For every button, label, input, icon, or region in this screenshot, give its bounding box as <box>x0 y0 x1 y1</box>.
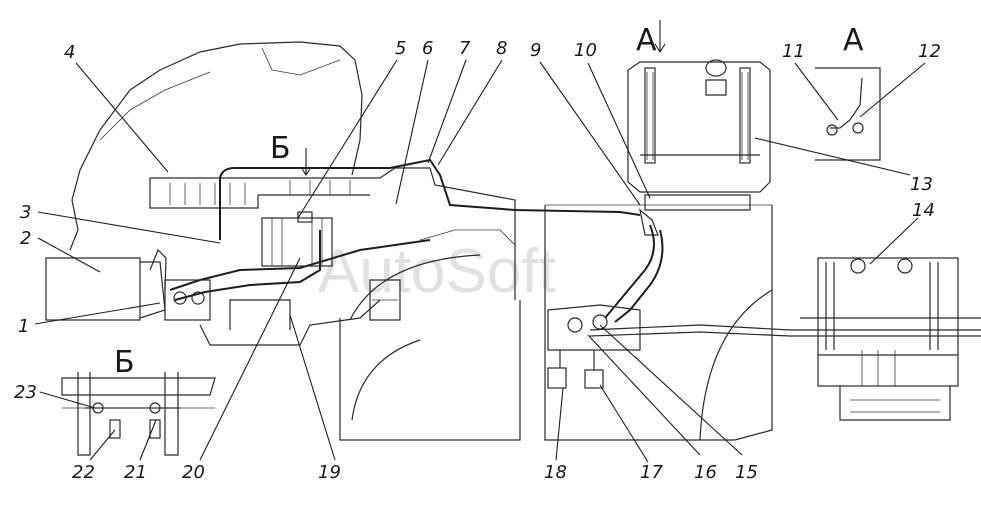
fuel-pump <box>149 248 211 321</box>
frame-rails <box>339 204 773 441</box>
fuel-tank-side-view <box>800 257 981 421</box>
fuel-lines <box>169 158 981 337</box>
callout-7: 7 <box>459 38 471 59</box>
callout-6: 6 <box>422 38 433 59</box>
detail-a-view <box>815 67 881 161</box>
callout-21: 21 <box>124 462 147 483</box>
callout-2: 2 <box>20 228 31 249</box>
callout-1: 1 <box>18 316 29 337</box>
callout-15: 15 <box>735 462 758 483</box>
callout-18: 18 <box>544 462 567 483</box>
callout-22: 22 <box>72 462 95 483</box>
callout-4: 4 <box>64 42 75 63</box>
view-label-b-detail: Б <box>114 345 135 380</box>
cab-outline <box>45 41 363 321</box>
callout-17: 17 <box>640 462 663 483</box>
callout-11: 11 <box>782 41 805 62</box>
callout-14: 14 <box>912 200 935 221</box>
fuel-filter-assembly <box>261 211 333 267</box>
leader-lines <box>34 20 926 463</box>
callout-8: 8 <box>496 38 507 59</box>
callout-12: 12 <box>918 41 941 62</box>
view-label-b-main: Б <box>270 131 291 166</box>
callout-5: 5 <box>395 38 406 59</box>
callout-16: 16 <box>694 462 717 483</box>
callout-10: 10 <box>574 40 597 61</box>
callout-9: 9 <box>530 40 541 61</box>
view-label-a-main: А <box>636 23 657 58</box>
callout-20: 20 <box>182 462 205 483</box>
callout-3: 3 <box>20 202 31 223</box>
valve-block <box>547 304 641 389</box>
view-label-a-detail: А <box>843 23 864 58</box>
fuel-tank-main <box>627 59 771 236</box>
callout-23: 23 <box>14 382 37 403</box>
watermark: AutoSoft <box>318 237 556 306</box>
engine-block <box>149 167 516 346</box>
detail-b-view <box>61 372 216 456</box>
callout-13: 13 <box>910 174 933 195</box>
callout-numbers: 1 2 3 4 5 6 7 8 9 10 11 12 13 14 15 16 1… <box>14 38 941 483</box>
callout-19: 19 <box>318 462 341 483</box>
